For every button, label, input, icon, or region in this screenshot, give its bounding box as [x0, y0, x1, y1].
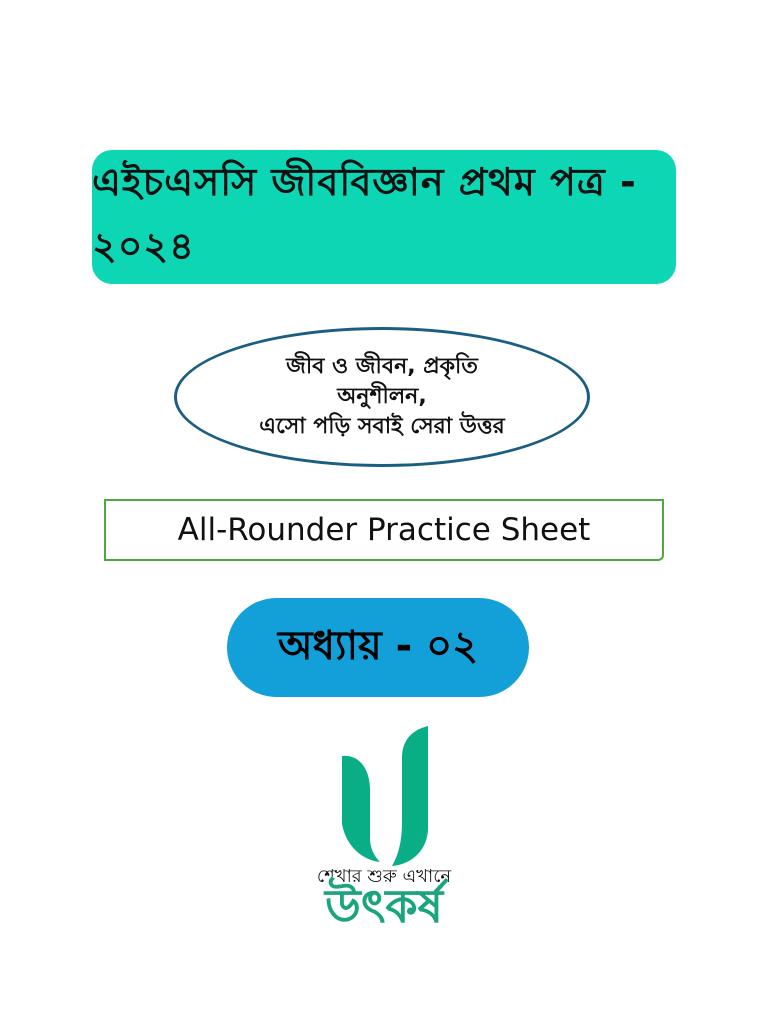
- chapter-badge: অধ্যায় - ০২: [227, 598, 529, 697]
- brand-tagline: শেখার শুরু এখানে: [316, 866, 452, 887]
- practice-sheet-label: All-Rounder Practice Sheet: [177, 512, 591, 548]
- page-title: এইচএসসি জীববিজ্ঞান প্রথম পত্র - ২০২৪: [92, 160, 637, 268]
- subject-line-2: অনুশীলন,: [337, 384, 427, 409]
- subject-ellipse: জীব ও জীবন, প্রকৃতি অনুশীলন, এসো পড়ি সব…: [174, 327, 590, 467]
- title-banner: এইচএসসি জীববিজ্ঞান প্রথম পত্র - ২০২৪: [92, 150, 676, 284]
- subject-line-1: জীব ও জীবন, প্রকৃতি: [286, 354, 478, 379]
- subject-line-3: এসো পড়ি সবাই সেরা উত্তর: [259, 414, 505, 439]
- chapter-label: অধ্যায় - ০২: [277, 623, 479, 669]
- logo-right-leaf: [392, 726, 428, 866]
- brand-logo-icon: [342, 726, 428, 866]
- logo-left-leaf: [342, 755, 380, 862]
- practice-sheet-box: All-Rounder Practice Sheet: [104, 499, 664, 561]
- brand-wordmark: উৎকর্ষ: [325, 879, 443, 933]
